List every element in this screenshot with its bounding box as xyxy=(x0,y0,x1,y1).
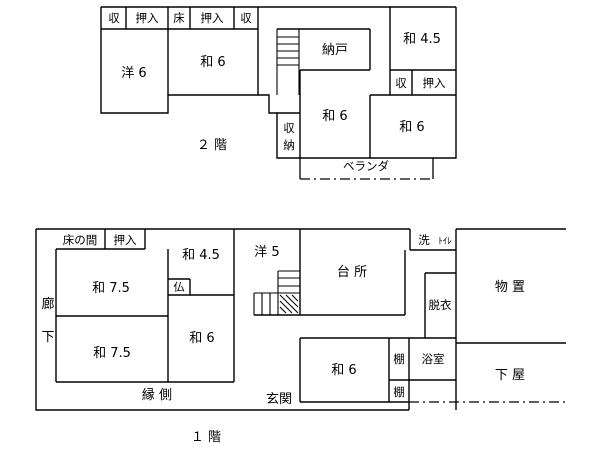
room-label: 物 置 xyxy=(495,280,525,295)
room-label: 洋 6 xyxy=(121,66,146,81)
floor-label: １ 階 xyxy=(191,430,221,445)
room-label: 納戸 xyxy=(322,43,348,58)
second-floor-walls xyxy=(100,6,457,159)
closet-label: 押入 xyxy=(201,11,224,25)
second-floor-stairs xyxy=(276,29,300,95)
veranda-label: 縁 側 xyxy=(142,387,172,403)
floor-label: ２ 階 xyxy=(197,138,227,153)
storage-label: 収 xyxy=(240,11,252,25)
altar-label: 仏 xyxy=(173,280,185,294)
toilet-label: ﾄｲﾚ xyxy=(438,237,452,247)
washroom-label: 洗 xyxy=(418,233,430,247)
second-floor-labels: 収 押入 床 押入 収 洋 6 和 6 納戸 和 4.5 収 押入 和 6 和 … xyxy=(108,11,446,173)
corridor-label: 下 xyxy=(41,330,54,345)
dressing-room-label: 脱衣 xyxy=(429,298,452,312)
storage-label: 収 xyxy=(283,121,295,135)
storage-label: 収 xyxy=(108,11,120,25)
balcony-outline xyxy=(299,158,434,180)
alcove-label: 床 xyxy=(173,11,185,25)
alcove-label: 床の間 xyxy=(63,233,98,247)
room-label: 和 6 xyxy=(200,55,225,70)
balcony-label: ベランダ xyxy=(343,159,389,173)
first-floor-labels: 床の間 押入 和 4.5 洋 5 台 所 洗 ﾄｲﾚ 和 7.5 仏 物 置 脱… xyxy=(41,233,525,445)
first-floor-walls xyxy=(35,228,566,411)
closet-label: 押入 xyxy=(136,11,159,25)
first-floor-stairs xyxy=(253,270,300,315)
room-label: 和 4.5 xyxy=(403,32,441,47)
room-label: 下 屋 xyxy=(495,368,525,383)
room-label: 台 所 xyxy=(337,265,367,280)
room-label: 和 6 xyxy=(399,120,424,135)
closet-label: 押入 xyxy=(423,76,446,90)
room-label: 和 6 xyxy=(322,109,347,124)
bathroom-label: 浴室 xyxy=(422,352,445,366)
closet-label: 押入 xyxy=(114,233,137,247)
corridor-label: 廊 xyxy=(41,296,54,312)
room-label: 和 6 xyxy=(331,363,356,378)
room-label: 和 4.5 xyxy=(182,248,220,263)
shelf-label: 棚 xyxy=(393,352,405,366)
room-label: 和 7.5 xyxy=(92,281,130,296)
storage-label: 収 xyxy=(395,76,407,90)
room-label: 洋 5 xyxy=(254,245,279,260)
room-label: 和 7.5 xyxy=(93,346,131,361)
storage-label: 納 xyxy=(283,138,295,152)
entrance-label: 玄関 xyxy=(266,392,292,407)
shelf-label: 棚 xyxy=(393,385,405,399)
room-label: 和 6 xyxy=(189,331,214,346)
